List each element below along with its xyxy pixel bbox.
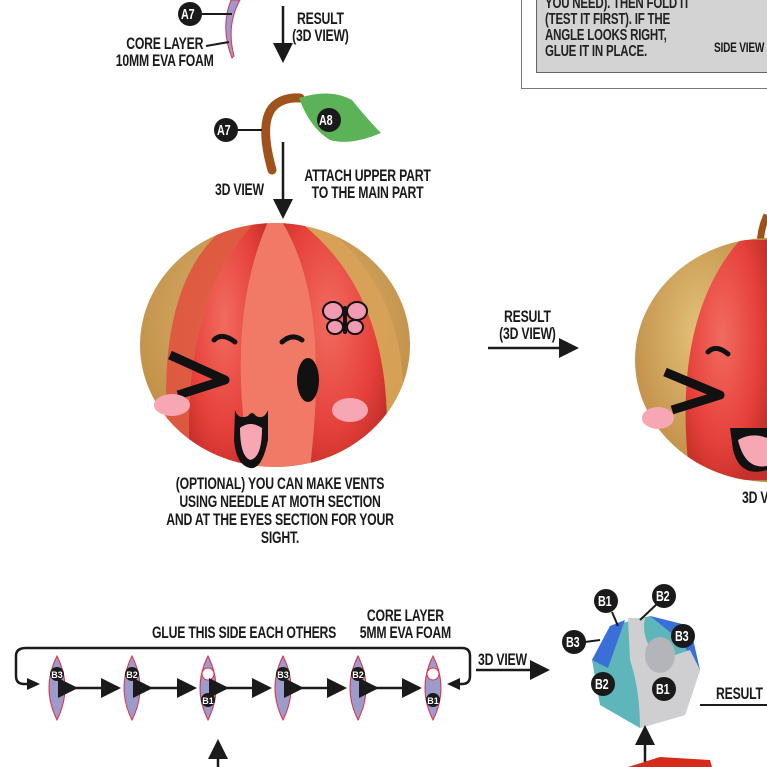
caption-line: SIGHT.: [260, 528, 300, 547]
piece-label: B1: [427, 696, 439, 706]
3d-view-label: 3D VIEW: [478, 650, 527, 669]
model-badge-label: B3: [675, 628, 689, 645]
caption-line: AND AT THE EYES SECTION FOR YOUR: [166, 510, 394, 529]
badge-a7: A7: [181, 6, 195, 23]
core-layer-piece-a7: [178, 0, 241, 59]
piece-label: B2: [352, 670, 364, 680]
model-badge-label: B1: [656, 681, 670, 698]
stem: [261, 93, 305, 175]
attach-instruction: ATTACH UPPER PART TO THE MAIN PART: [302, 167, 433, 201]
note-line: (TEST IT FIRST). IF THE: [545, 11, 670, 28]
core-layer-title: CORE LAYER: [366, 606, 444, 625]
note-box-inner: [536, 0, 767, 73]
core-layer-title: CORE LAYER: [126, 34, 204, 53]
piece-label: B3: [51, 670, 63, 680]
open-eye: [297, 358, 319, 402]
vent-caption: (OPTIONAL) YOU CAN MAKE VENTS USING NEED…: [163, 475, 397, 547]
side-view-label: SIDE VIEW: [714, 39, 765, 55]
model-badge-label: B2: [595, 676, 609, 693]
result-line: RESULT: [297, 9, 344, 28]
result-line: (3D VIEW): [499, 324, 556, 343]
piece-badge: [125, 667, 139, 681]
foam-piece: [48, 654, 66, 722]
stem-leaf-assembly: [214, 93, 381, 175]
badge-a8: A8: [319, 112, 333, 129]
model-badge-label: B1: [598, 593, 612, 610]
piece-badge: [50, 667, 64, 681]
note-line: ANGLE LOOKS RIGHT,: [545, 27, 667, 44]
result-line: (3D VIEW): [292, 26, 349, 45]
instruction-line: ATTACH UPPER PART: [304, 166, 431, 185]
result-label: RESULT: [716, 684, 763, 703]
foam-piece: [424, 654, 442, 722]
core-layer-thickness: 10MM EVA FOAM: [115, 51, 214, 70]
foam-piece: [123, 654, 141, 722]
apple-3d-view: [140, 223, 410, 469]
piece-badge: [351, 667, 365, 681]
glue-label: GLUE THIS SIDE EACH OTHERS: [152, 623, 337, 642]
result-label: RESULT (3D VIEW): [288, 10, 353, 44]
foam-piece: [274, 654, 292, 722]
model-badge-label: B3: [566, 634, 580, 651]
piece-label: B1: [202, 696, 214, 706]
butterfly-icon: [322, 301, 368, 335]
piece-label: B2: [126, 670, 138, 680]
wink-eye: [168, 350, 230, 400]
foam-piece: [199, 654, 217, 722]
core-layer-label: CORE LAYER 10MM EVA FOAM: [110, 35, 219, 69]
core-layer-thickness: 5MM EVA FOAM: [359, 623, 452, 642]
piece-label: B3: [277, 670, 289, 680]
badge-a7-circle: [178, 2, 202, 26]
b-part-3d-model: [562, 584, 700, 728]
model-badge-label: B2: [656, 588, 670, 605]
vent-hole: [426, 667, 440, 681]
caption-line: USING NEEDLE AT MOTH SECTION: [179, 492, 381, 511]
3d-view-label: 3D VIEW: [215, 180, 264, 199]
result-line: RESULT: [504, 307, 551, 326]
badge-a7: A7: [217, 122, 231, 139]
vent-hole: [201, 667, 215, 681]
note-text: YOU NEED). THEN FOLD IT (TEST IT FIRST).…: [545, 0, 690, 60]
core-layer-label: CORE LAYER 5MM EVA FOAM: [355, 607, 456, 641]
foam-piece: [349, 654, 367, 722]
instruction-line: TO THE MAIN PART: [311, 183, 424, 202]
caption-line: (OPTIONAL) YOU CAN MAKE VENTS: [175, 474, 385, 493]
note-line: YOU NEED). THEN FOLD IT: [545, 0, 690, 12]
red-part-partial: [628, 757, 712, 767]
note-line: GLUE IT IN PLACE.: [545, 43, 647, 60]
glue-bracket: [14, 646, 472, 690]
piece-badge: [426, 693, 440, 707]
result-label: RESULT (3D VIEW): [495, 308, 560, 342]
apple-result-partial: [635, 213, 767, 482]
3d-view-label-partial: 3D V: [742, 488, 767, 507]
piece-badge: [276, 667, 290, 681]
